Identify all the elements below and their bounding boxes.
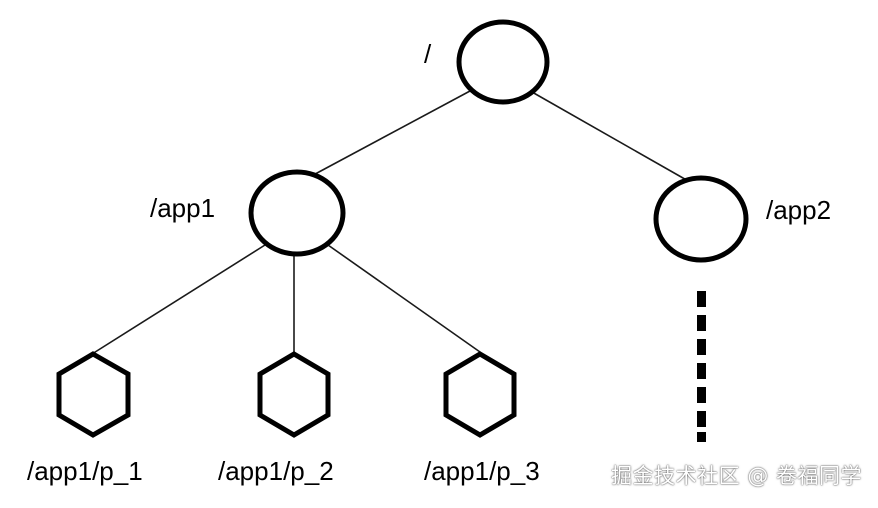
label-app2: /app2 xyxy=(766,195,831,225)
node-app1[interactable] xyxy=(248,169,346,257)
edge-root-app2 xyxy=(531,91,691,183)
node-app2[interactable] xyxy=(653,175,749,263)
edge-app1-p3 xyxy=(327,244,481,353)
label-p2: /app1/p_2 xyxy=(218,456,334,486)
node-p1[interactable] xyxy=(56,351,131,438)
continuation-dots xyxy=(697,291,706,442)
node-p3[interactable] xyxy=(443,351,517,438)
label-p1: /app1/p_1 xyxy=(27,456,143,486)
watermark-text: 掘金技术社区 @ 卷福同学 xyxy=(611,464,862,488)
label-root: / xyxy=(424,39,432,69)
edge-root-app1 xyxy=(303,90,471,181)
edge-app1-p1 xyxy=(91,244,266,355)
node-root[interactable] xyxy=(456,19,550,105)
label-p3: /app1/p_3 xyxy=(424,456,540,486)
node-p2[interactable] xyxy=(257,351,331,438)
label-app1: /app1 xyxy=(150,193,215,223)
